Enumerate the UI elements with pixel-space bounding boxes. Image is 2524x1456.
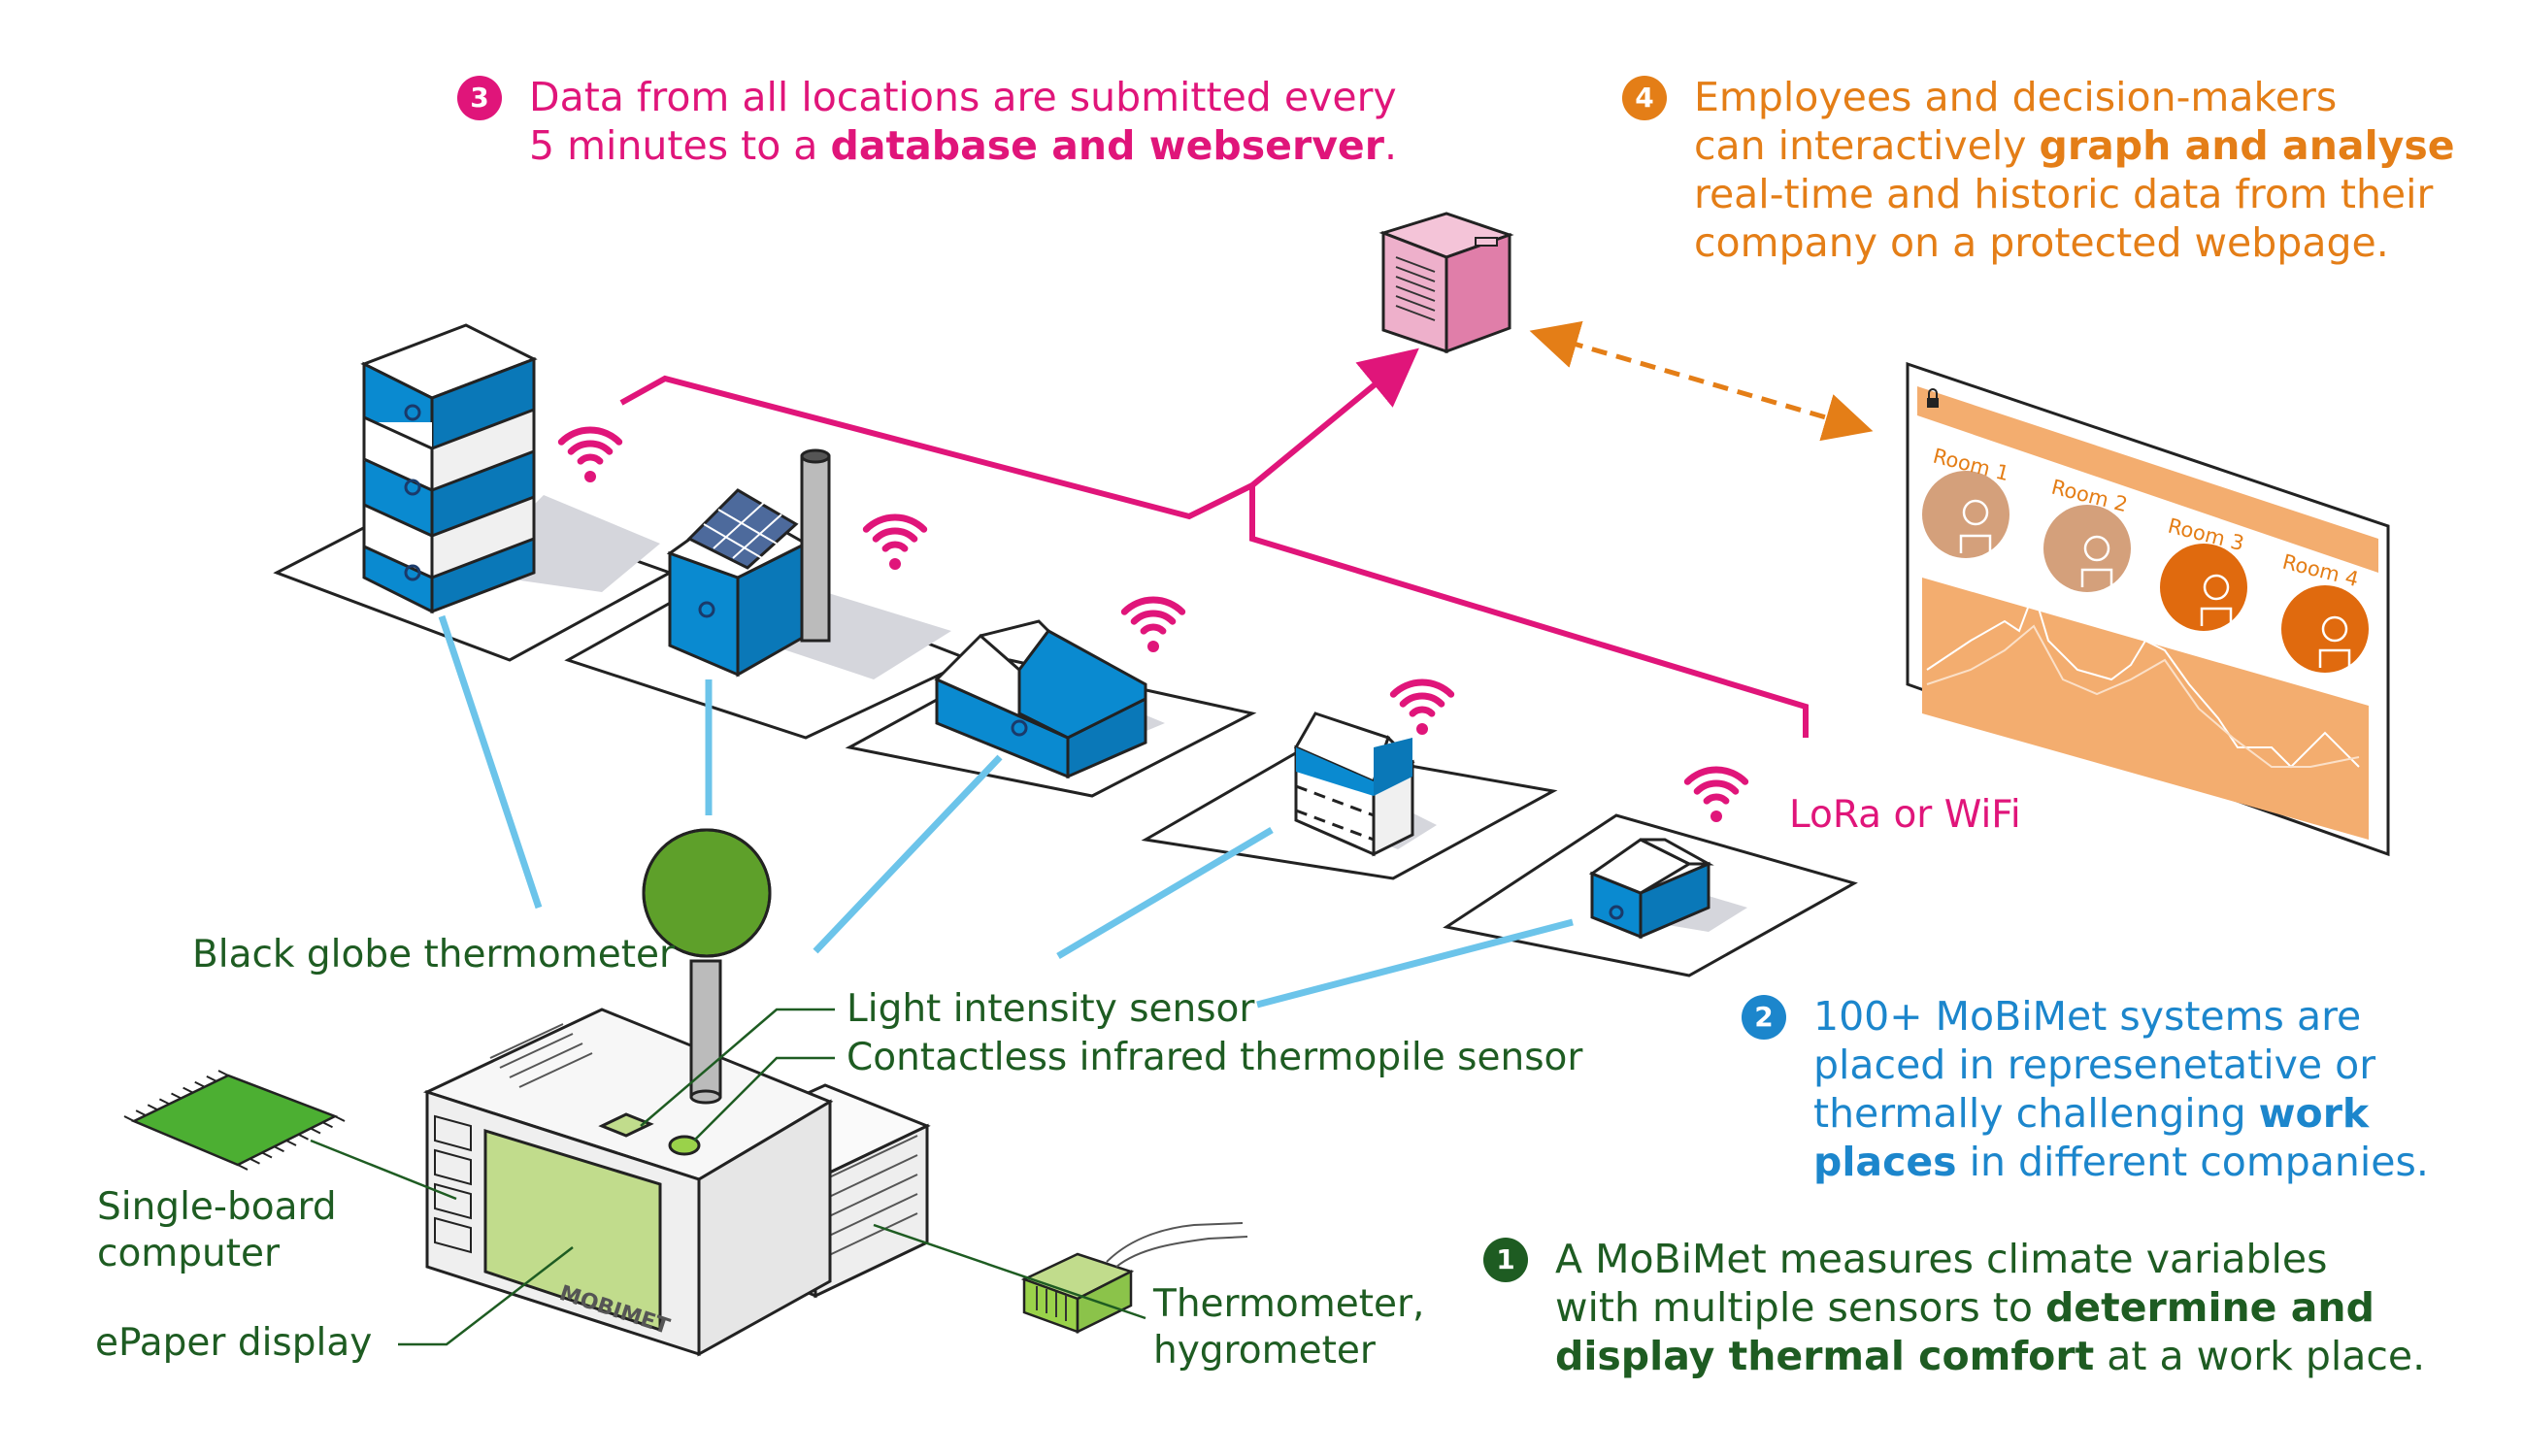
step-4-text: 4 Employees and decision-makers can inte… [1622, 73, 2455, 267]
person-icon [2080, 535, 2113, 587]
wifi-icon [1120, 596, 1186, 652]
wifi-icon [557, 426, 623, 482]
chip-icon [123, 1070, 346, 1171]
label-globe: Black globe thermometer [192, 933, 676, 976]
leader-lines [310, 1008, 1146, 1346]
lock-icon [1927, 388, 1939, 408]
building-hall [934, 619, 1147, 779]
building-factory [666, 448, 831, 678]
wifi-icons [557, 426, 1749, 822]
building-tower [360, 323, 538, 614]
room-4[interactable] [2281, 585, 2369, 673]
label-epaper: ePaper display [95, 1321, 373, 1365]
wifi-icon [1389, 678, 1455, 735]
site-links [438, 614, 1574, 1009]
infrared-sensor [668, 1135, 701, 1156]
wifi-icon [862, 513, 928, 570]
step-3-badge: 3 [457, 76, 502, 120]
step-4-badge: 4 [1622, 76, 1667, 120]
label-thermo: Thermometer, hygrometer [1153, 1282, 1425, 1373]
person-icon [2318, 615, 2351, 668]
dashboard-webpage: Room 1 Room 2 Room 3 Room 4 [1906, 361, 2390, 857]
label-light: Light intensity sensor [847, 987, 1255, 1031]
person-icon [2200, 574, 2233, 626]
room-2[interactable] [2043, 505, 2131, 592]
building-cabin [1588, 838, 1714, 940]
label-infrared: Contactless infrared thermopile sensor [847, 1036, 1583, 1079]
label-network: LoRa or WiFi [1789, 793, 2021, 837]
server-icon [1378, 212, 1514, 354]
person-icon [1959, 499, 1992, 553]
step-1-text: 1 A MoBiMet measures climate variables w… [1483, 1235, 2425, 1380]
room-1[interactable] [1922, 471, 2009, 558]
step-3-text: 3 Data from all locations are submitted … [457, 73, 1397, 170]
step-2-text: 2 100+ MoBiMet systems are placed in rep… [1742, 992, 2429, 1186]
web-access-arrow [1529, 320, 1874, 442]
label-board: Single-board computer [97, 1185, 337, 1275]
step-2-badge: 2 [1742, 995, 1786, 1040]
wifi-icon [1683, 766, 1749, 822]
sensor-icon [1020, 1222, 1248, 1335]
room-3[interactable] [2160, 544, 2247, 631]
light-sensor [598, 1112, 654, 1138]
step-1-badge: 1 [1483, 1238, 1528, 1282]
data-connection [619, 347, 1809, 738]
building-house [1293, 711, 1415, 857]
